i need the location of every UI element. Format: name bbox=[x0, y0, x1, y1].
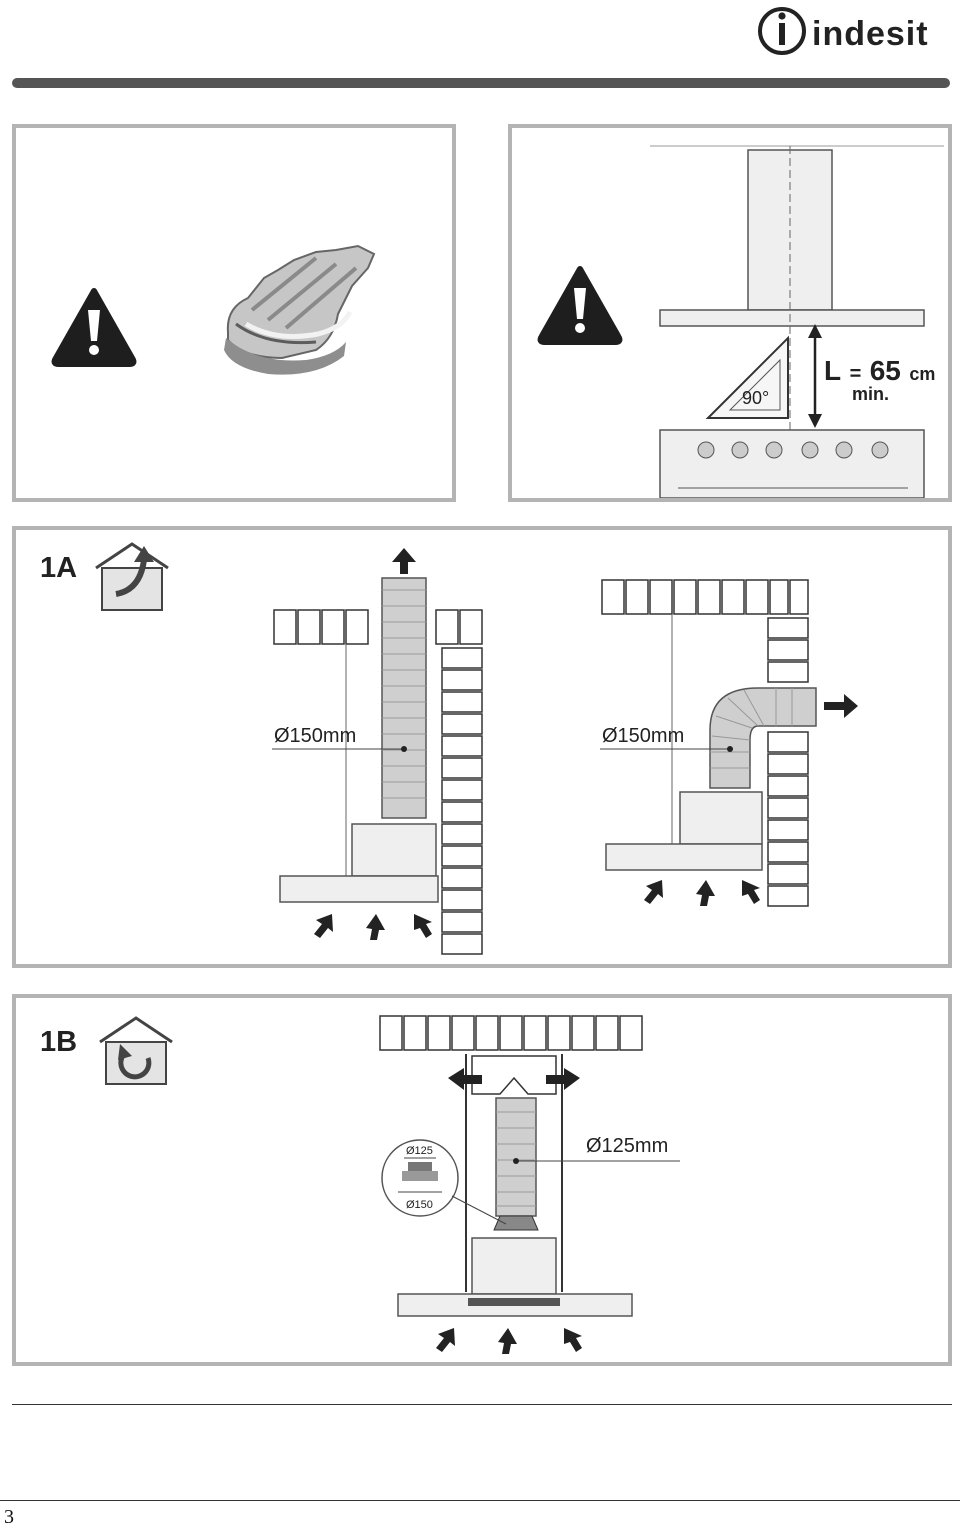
logo-emblem-icon bbox=[758, 7, 806, 55]
section-1a-panel: 1A bbox=[12, 526, 952, 968]
adapter-detail-callout: Ø125 Ø150 bbox=[381, 1139, 507, 1225]
distance-unit: cm bbox=[909, 364, 935, 384]
side-exhaust-arrows-icon bbox=[448, 1068, 580, 1090]
exhaust-arrow-up-icon bbox=[392, 548, 416, 574]
wall-bricks bbox=[441, 647, 483, 955]
hood-body bbox=[279, 875, 439, 903]
intake-arrows-icon bbox=[314, 914, 432, 940]
duct-diameter-label: Ø150mm bbox=[602, 725, 684, 747]
header-divider-bar bbox=[12, 78, 950, 88]
duct-diameter-label: Ø150mm bbox=[274, 725, 356, 747]
footer-divider-upper bbox=[12, 1404, 952, 1405]
chimney-casing bbox=[465, 1054, 563, 1292]
svg-text:L = 65 cm: L = 65 cm bbox=[824, 355, 935, 386]
distance-l-label: L bbox=[824, 355, 841, 386]
distance-value: 65 bbox=[870, 355, 901, 386]
footer-divider-lower bbox=[0, 1500, 960, 1501]
indesit-logo: indesit bbox=[758, 7, 929, 55]
hood-chimney bbox=[471, 1237, 557, 1295]
adapter-bottom-label: Ø150 bbox=[406, 1199, 433, 1211]
section-1a-label: 1A bbox=[40, 552, 78, 584]
left-ducted-diagram: Ø150mm bbox=[272, 548, 483, 955]
filter-strip bbox=[468, 1298, 560, 1306]
recirculation-mode-icon bbox=[99, 1016, 173, 1085]
exhaust-arrow-right-icon bbox=[824, 694, 858, 718]
hood-body bbox=[605, 843, 763, 871]
elbow-duct bbox=[709, 687, 817, 789]
min-label: min. bbox=[852, 384, 889, 404]
hood-chimney bbox=[351, 823, 437, 877]
set-square-icon: 90° bbox=[705, 335, 789, 419]
warning-gloves-panel bbox=[12, 124, 456, 502]
reducer-adapter bbox=[493, 1215, 539, 1231]
warning-triangle-icon bbox=[537, 266, 623, 345]
angle-label: 90° bbox=[742, 388, 769, 408]
intake-arrows-icon bbox=[644, 880, 760, 906]
ceiling-bricks bbox=[273, 609, 483, 645]
ceiling-bricks bbox=[601, 579, 809, 615]
wall-bricks bbox=[767, 617, 809, 907]
page-number: 3 bbox=[4, 1506, 14, 1528]
warning-triangle-icon bbox=[51, 288, 137, 367]
flexible-duct bbox=[381, 577, 427, 819]
protective-gloves-icon bbox=[224, 244, 376, 375]
brand-name: indesit bbox=[812, 15, 929, 53]
ceiling-bricks bbox=[379, 1015, 643, 1051]
clearance-dimension-arrow bbox=[808, 324, 822, 428]
right-ducted-diagram: Ø150mm bbox=[600, 579, 858, 907]
flexible-duct bbox=[495, 1097, 537, 1217]
extraction-mode-icon bbox=[95, 542, 169, 611]
section-1b-label: 1B bbox=[40, 1026, 78, 1058]
hood-chimney bbox=[679, 791, 763, 845]
section-1b-panel: 1B bbox=[12, 994, 952, 1366]
adapter-top-label: Ø125 bbox=[406, 1145, 433, 1157]
cooker-top-view bbox=[659, 429, 925, 498]
intake-arrows-icon bbox=[436, 1328, 582, 1354]
duct-diameter-label: Ø125mm bbox=[586, 1135, 668, 1157]
distance-equals: = bbox=[850, 363, 862, 385]
deflector-outlet bbox=[471, 1055, 557, 1095]
clearance-panel: 90° L = 65 cm min. bbox=[508, 124, 952, 502]
